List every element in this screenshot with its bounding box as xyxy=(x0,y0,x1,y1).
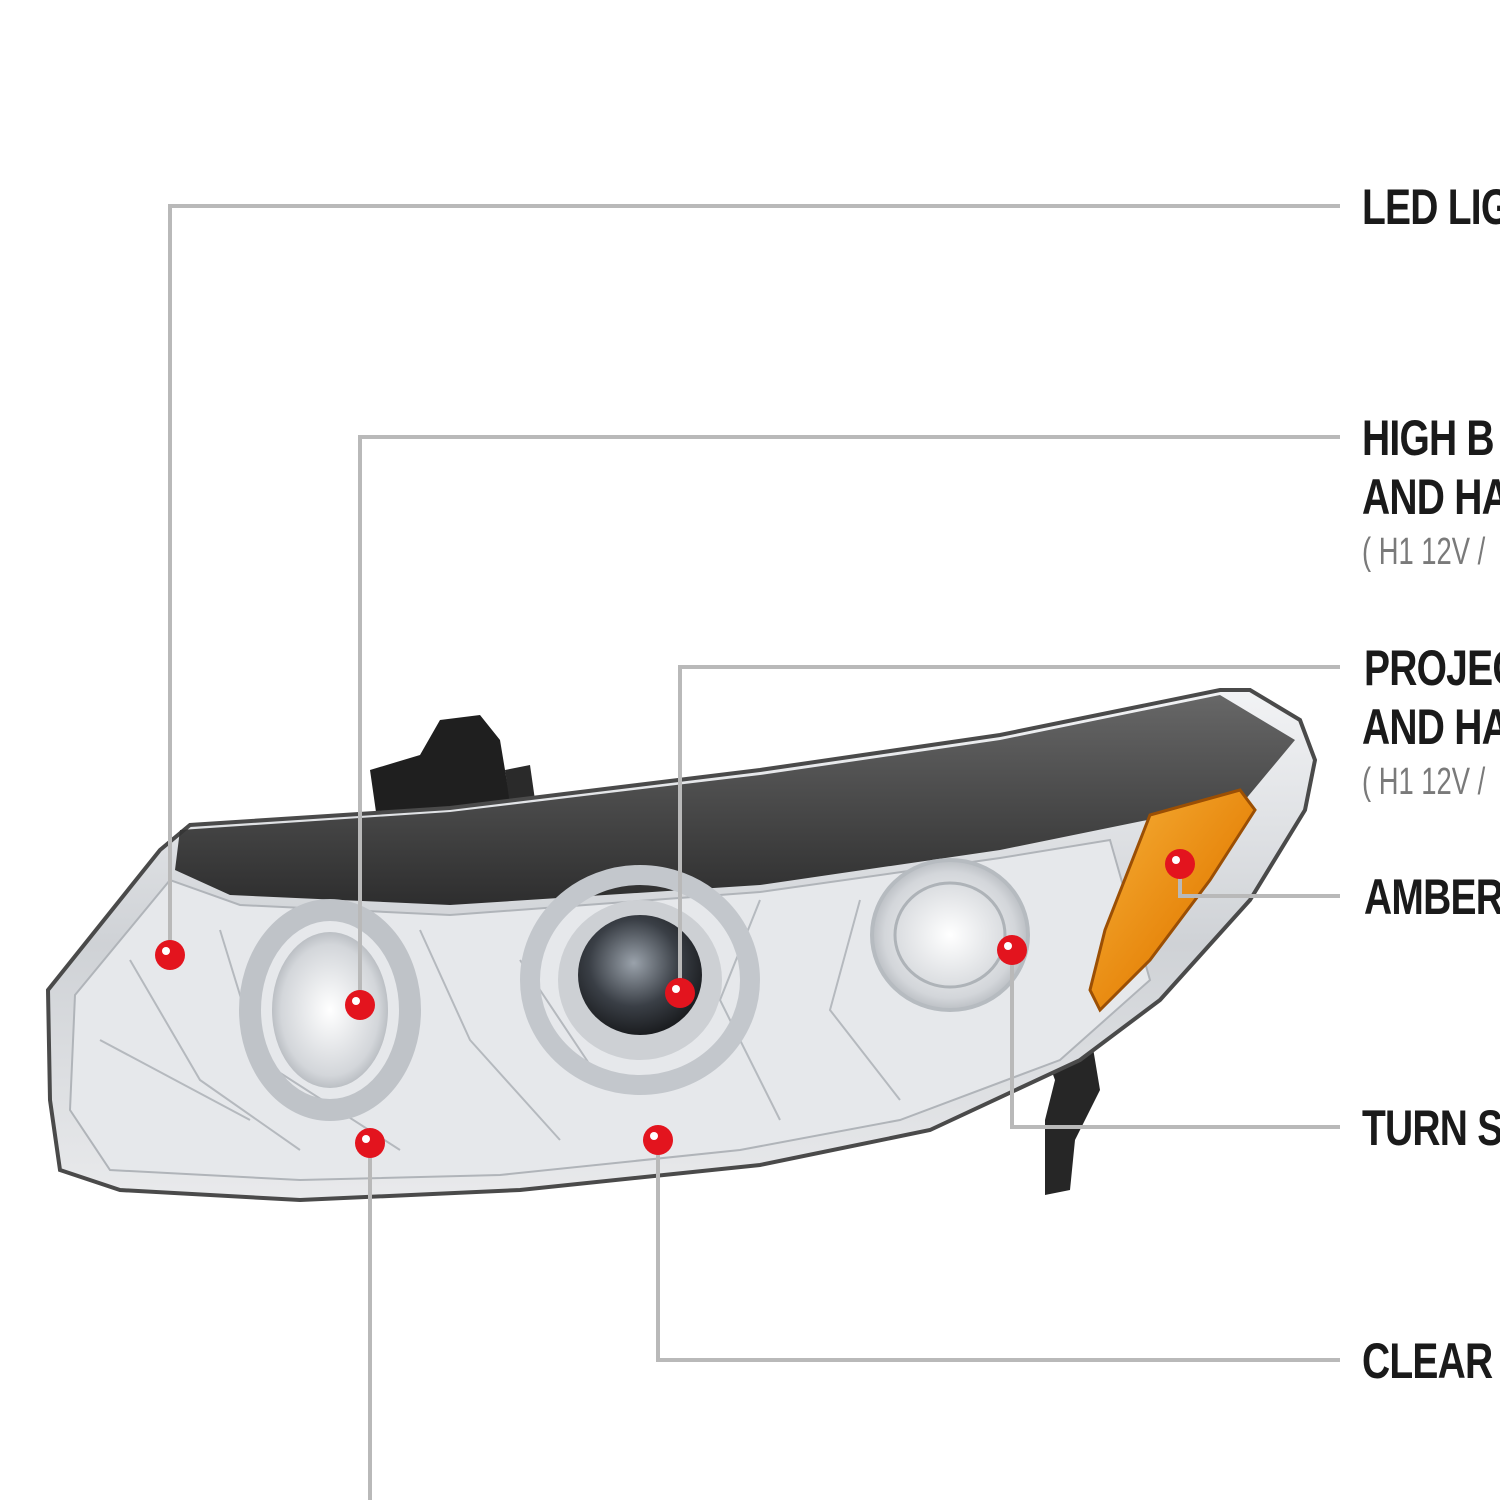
marker-led xyxy=(155,940,185,970)
marker-amber xyxy=(1165,849,1195,879)
leader-line-amber xyxy=(1178,864,1340,898)
marker-high-beam xyxy=(345,990,375,1020)
leader-line-led xyxy=(168,204,1340,955)
leader-line-turn xyxy=(1010,950,1340,1129)
amber-lens xyxy=(1088,788,1257,1013)
leader-line-projector xyxy=(678,665,1340,993)
leader-line-high-beam xyxy=(358,435,1340,1005)
markers xyxy=(155,849,1195,1158)
marker-clear xyxy=(643,1125,673,1155)
marker-projector xyxy=(665,978,695,1008)
marker-turn xyxy=(997,935,1027,965)
leader-line-clear xyxy=(656,1140,1340,1362)
housing-top-band xyxy=(175,695,1295,905)
marker-bottom xyxy=(355,1128,385,1158)
